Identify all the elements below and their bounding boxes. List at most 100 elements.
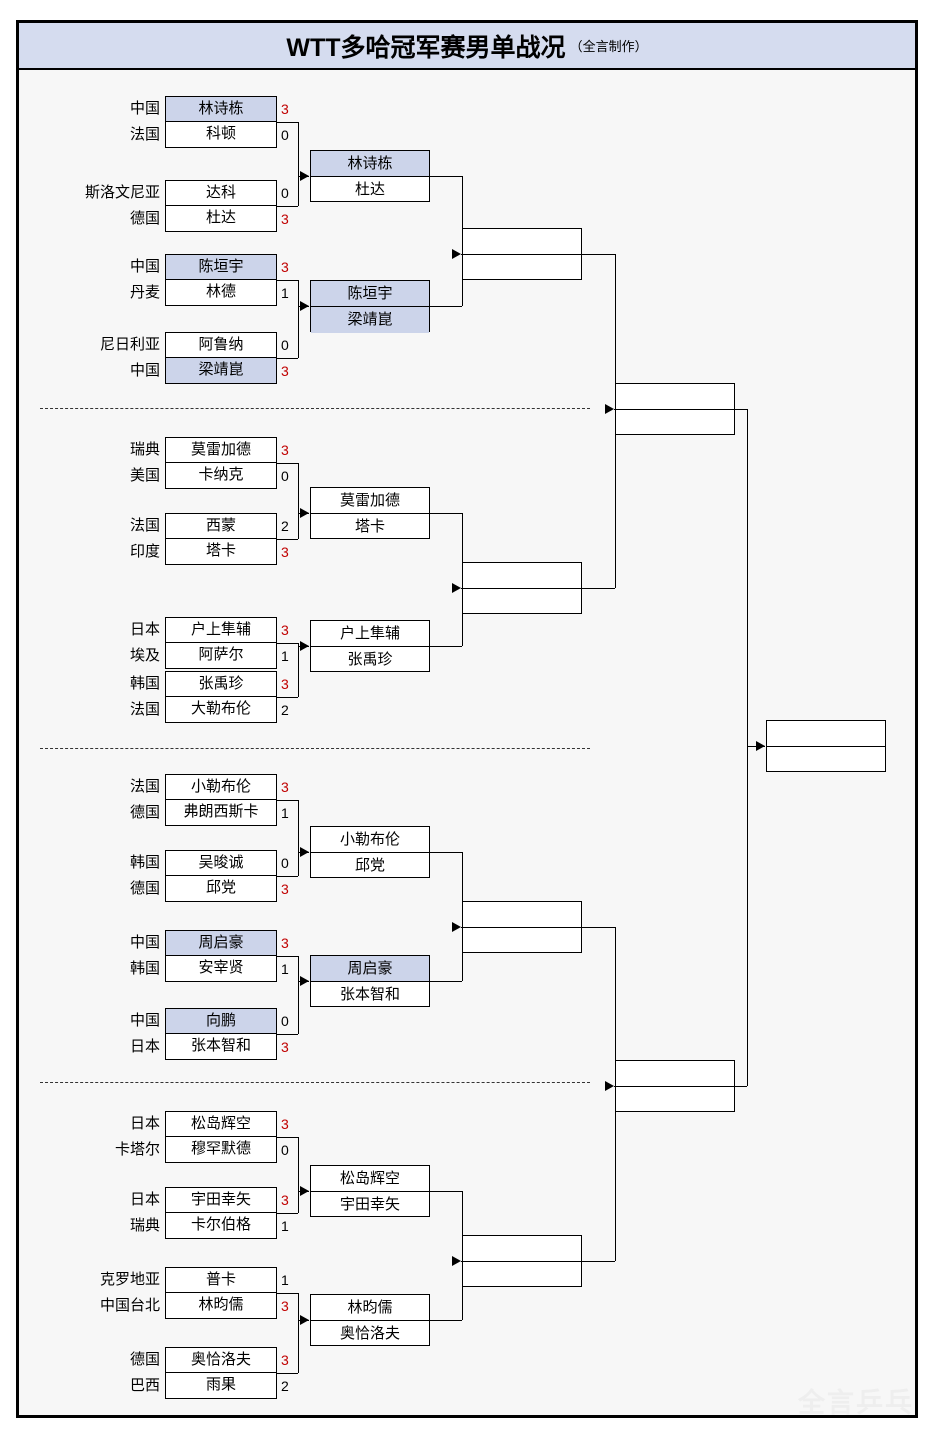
quarterfinal-box <box>462 228 582 280</box>
player-cell: 弗朗西斯卡 <box>165 800 277 826</box>
r1-to-r2-arrow <box>300 847 309 857</box>
score-value: 1 <box>281 285 289 301</box>
player-cell: 阿萨尔 <box>165 643 277 669</box>
player-cell: 杜达 <box>165 206 277 232</box>
player-cell: 陈垣宇 <box>165 254 277 280</box>
title-bar: WTT多哈冠军赛男单战况 （全言制作） <box>16 20 918 70</box>
country-label: 中国 <box>129 1012 160 1029</box>
player-cell: 宇田幸矢 <box>165 1187 277 1213</box>
r2-connector <box>430 1191 462 1192</box>
score-value: 3 <box>281 363 289 379</box>
sf-connector <box>735 1086 747 1087</box>
r2-riser <box>462 513 463 646</box>
qf-riser <box>615 254 616 588</box>
r1-connector <box>277 358 298 359</box>
country-label: 德国 <box>129 1351 160 1368</box>
r1-connector <box>277 1213 298 1214</box>
country-label: 埃及 <box>129 647 160 664</box>
player-cell: 向鹏 <box>165 1008 277 1034</box>
r1-connector <box>277 800 298 801</box>
player-cell: 卡尔伯格 <box>165 1213 277 1239</box>
round2-top-player: 周启豪 <box>311 956 429 982</box>
score-value: 2 <box>281 702 289 718</box>
r1-riser <box>298 1293 299 1373</box>
qf-riser <box>615 927 616 1261</box>
r1-connector <box>277 697 298 698</box>
r2-connector <box>430 513 462 514</box>
country-label: 瑞典 <box>129 441 160 458</box>
country-label: 卡塔尔 <box>114 1141 160 1158</box>
country-label: 中国台北 <box>99 1297 160 1314</box>
sf-bottom-player <box>616 410 734 436</box>
r1-to-r2-arrow <box>300 171 309 181</box>
r1-connector <box>277 206 298 207</box>
round2-top-player: 陈垣宇 <box>311 281 429 307</box>
qf-to-sf <box>614 409 615 410</box>
sf-riser <box>747 409 748 1086</box>
qf-to-sf <box>614 1086 615 1087</box>
r2-to-qf <box>461 927 462 928</box>
page-title: WTT多哈冠军赛男单战况 <box>286 33 566 62</box>
round2-bottom-player: 梁靖崑 <box>311 307 429 333</box>
r1-riser <box>298 122 299 206</box>
r2-to-qf <box>461 254 462 255</box>
sf-top-player <box>616 1061 734 1087</box>
r2-to-qf-arrow <box>452 249 461 259</box>
round2-box: 莫雷加德塔卡 <box>310 487 430 539</box>
country-label: 法国 <box>129 778 160 795</box>
player-cell: 邱党 <box>165 876 277 902</box>
country-label: 日本 <box>129 1115 160 1132</box>
r1-riser <box>298 1137 299 1213</box>
score-value: 3 <box>281 1352 289 1368</box>
r1-connector <box>277 463 298 464</box>
r1-riser <box>298 463 299 539</box>
score-value: 3 <box>281 779 289 795</box>
country-label: 日本 <box>129 1191 160 1208</box>
player-cell: 大勒布伦 <box>165 697 277 723</box>
quarterfinal-box <box>462 562 582 614</box>
score-value: 3 <box>281 101 289 117</box>
score-value: 3 <box>281 1039 289 1055</box>
r2-riser <box>462 852 463 981</box>
semifinal-box <box>615 1060 735 1112</box>
round2-box: 户上隼辅张禹珍 <box>310 620 430 672</box>
score-value: 3 <box>281 1116 289 1132</box>
country-label: 韩国 <box>129 960 160 977</box>
country-label: 中国 <box>129 100 160 117</box>
quarterfinal-box <box>462 901 582 953</box>
r1-connector <box>277 876 298 877</box>
score-value: 2 <box>281 518 289 534</box>
qf-bottom-player <box>463 589 581 615</box>
score-value: 0 <box>281 337 289 353</box>
score-value: 0 <box>281 185 289 201</box>
final-bottom-player <box>767 747 885 773</box>
r1-to-r2-arrow <box>300 976 309 986</box>
score-value: 1 <box>281 1272 289 1288</box>
semifinal-box <box>615 383 735 435</box>
player-cell: 周启豪 <box>165 930 277 956</box>
round2-box: 陈垣宇梁靖崑 <box>310 280 430 333</box>
country-label: 斯洛文尼亚 <box>84 184 160 201</box>
country-label: 德国 <box>129 880 160 897</box>
r2-to-qf <box>461 588 462 589</box>
qf-top-player <box>463 229 581 255</box>
r2-to-qf-arrow <box>452 583 461 593</box>
r1-riser <box>298 956 299 1034</box>
qf-connector <box>582 254 615 255</box>
country-label: 法国 <box>129 517 160 534</box>
watermark: 全言乒乓 <box>798 1388 914 1418</box>
round2-top-player: 户上隼辅 <box>311 621 429 647</box>
round2-bottom-player: 张禹珍 <box>347 651 393 668</box>
qf-bottom-player <box>463 255 581 281</box>
r1-connector <box>277 1034 298 1035</box>
round2-bottom-player: 张本智和 <box>339 986 400 1003</box>
country-label: 日本 <box>129 621 160 638</box>
player-cell: 穆罕默德 <box>165 1137 277 1163</box>
quarter-separator-1 <box>40 408 590 409</box>
score-value: 0 <box>281 1013 289 1029</box>
round2-box: 小勒布伦邱党 <box>310 826 430 878</box>
r1-connector <box>277 122 298 123</box>
round2-top-player: 莫雷加德 <box>311 488 429 514</box>
player-cell: 普卡 <box>165 1267 277 1293</box>
qf-top-player <box>463 1236 581 1262</box>
